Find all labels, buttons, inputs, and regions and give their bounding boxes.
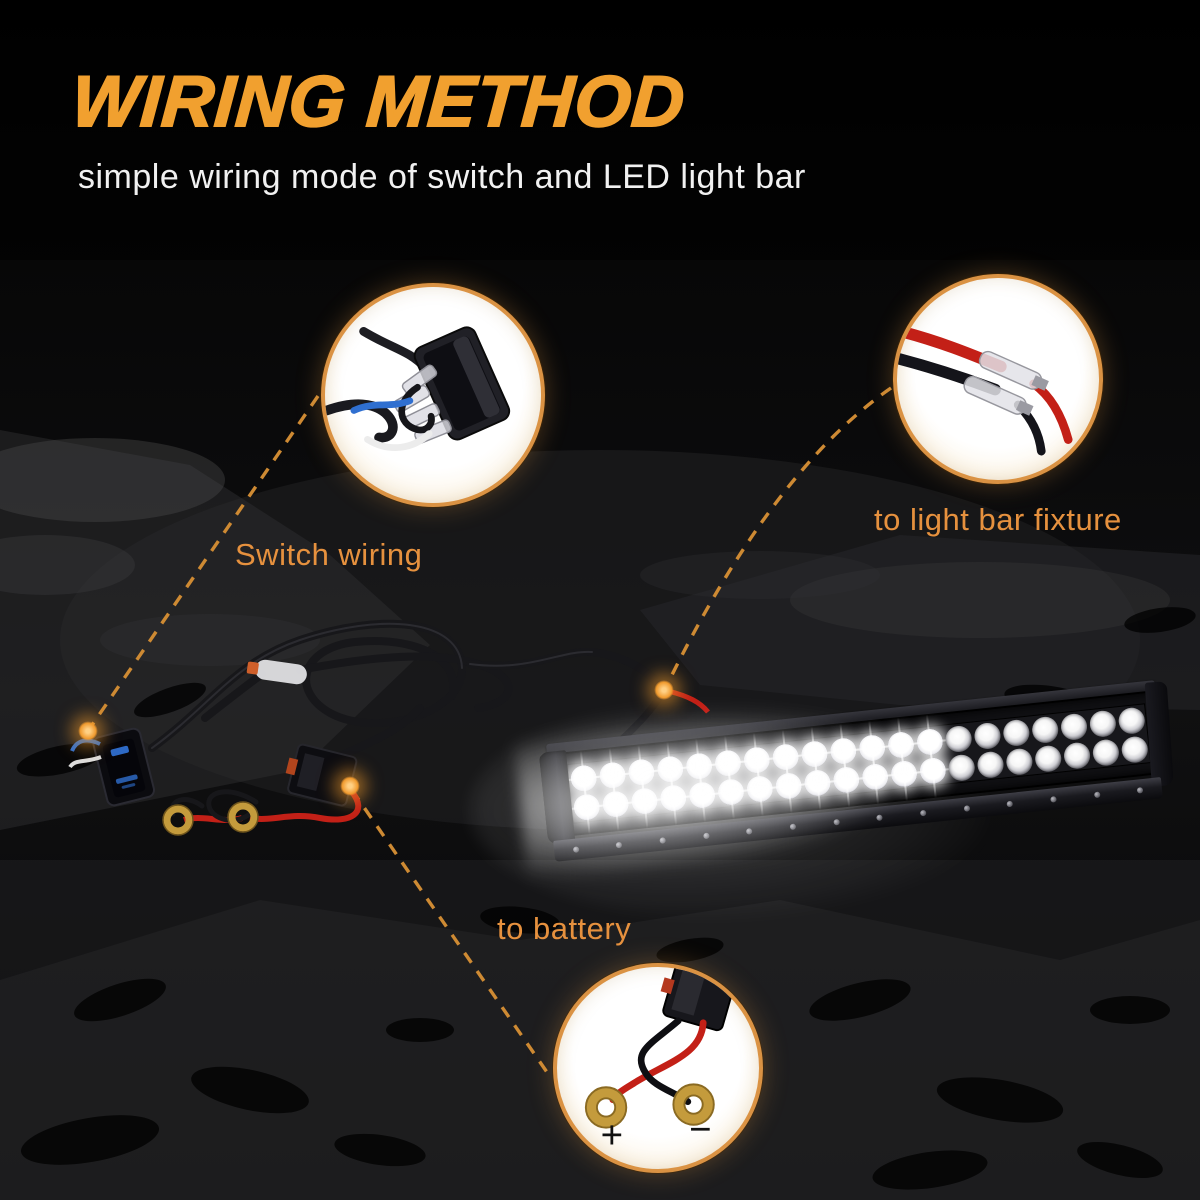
screw-dot — [963, 804, 970, 812]
led-lamp — [712, 747, 744, 779]
screw-dot — [1093, 791, 1101, 798]
led-lamp — [885, 729, 917, 761]
led-lamp — [914, 726, 946, 758]
led-lamp — [571, 791, 603, 823]
led-lamp — [799, 738, 831, 770]
screw-dot — [746, 827, 753, 835]
led-lamp — [802, 767, 834, 799]
screw-dot — [789, 823, 797, 830]
led-lamp — [1061, 739, 1093, 771]
rocker-switch-rear-photo — [325, 326, 511, 451]
screw-dot — [702, 832, 710, 839]
screw-dot — [919, 809, 927, 816]
screw-dot — [659, 836, 667, 844]
led-lamp — [1115, 704, 1147, 736]
led-lamp — [1086, 707, 1118, 739]
led-lamp — [741, 744, 773, 776]
connection-dot-relay — [340, 776, 360, 796]
light-bar-fixture-label: to light bar fixture — [874, 502, 1122, 537]
led-lamp — [943, 723, 975, 755]
led-lamp — [597, 759, 629, 791]
led-lamp — [859, 761, 891, 793]
screw-dot — [876, 813, 884, 821]
battery-label: to battery — [497, 911, 632, 946]
led-lamp — [629, 785, 661, 817]
battery-callout: + − — [553, 963, 763, 1173]
led-lamp — [830, 764, 862, 796]
switch-wiring-label: Switch wiring — [235, 537, 423, 572]
page-subtitle: simple wiring mode of switch and LED lig… — [78, 158, 806, 196]
screw-dot — [833, 818, 840, 826]
led-lamp — [1029, 714, 1061, 746]
led-lamp — [658, 782, 690, 814]
led-lamp — [917, 754, 949, 786]
connection-dot-lightbar — [654, 680, 674, 700]
screw-dot — [1050, 795, 1057, 803]
led-lamp — [971, 720, 1003, 752]
led-lamp — [1118, 733, 1150, 765]
led-lamp — [770, 741, 802, 773]
led-lamp — [683, 750, 715, 782]
led-lamp — [715, 776, 747, 808]
screw-dot — [1136, 786, 1144, 794]
led-lamp — [626, 756, 658, 788]
led-lamp — [974, 748, 1006, 780]
led-lamp — [1058, 710, 1090, 742]
screw-dot — [572, 845, 580, 853]
led-lamp — [600, 788, 632, 820]
led-lamp — [568, 762, 600, 794]
connection-dot-switch — [78, 721, 98, 741]
light-bar-connector-photo — [897, 326, 1073, 456]
screw-dot — [616, 841, 623, 848]
led-lamp — [856, 732, 888, 764]
light-bar-fixture-callout — [893, 274, 1103, 484]
plus-symbol: + — [601, 1114, 623, 1157]
led-lamp — [773, 770, 805, 802]
led-lamp — [686, 779, 718, 811]
led-lamp — [1032, 742, 1064, 774]
negative-ring-terminal — [672, 1083, 715, 1126]
positive-ring-terminal — [584, 1086, 628, 1129]
screw-dot — [1006, 800, 1014, 807]
led-lamp — [1003, 745, 1035, 777]
led-lamp — [655, 753, 687, 785]
led-lamp — [1090, 736, 1122, 768]
minus-symbol: − — [689, 1108, 711, 1151]
page-title: WIRING METHOD — [68, 61, 689, 143]
led-lamp — [946, 751, 978, 783]
led-lamp — [888, 757, 920, 789]
led-lamp — [744, 773, 776, 805]
led-lamp — [827, 735, 859, 767]
led-lamp — [1000, 717, 1032, 749]
battery-ring-terminals-photo: + − — [584, 967, 737, 1157]
switch-wiring-callout — [321, 283, 545, 507]
